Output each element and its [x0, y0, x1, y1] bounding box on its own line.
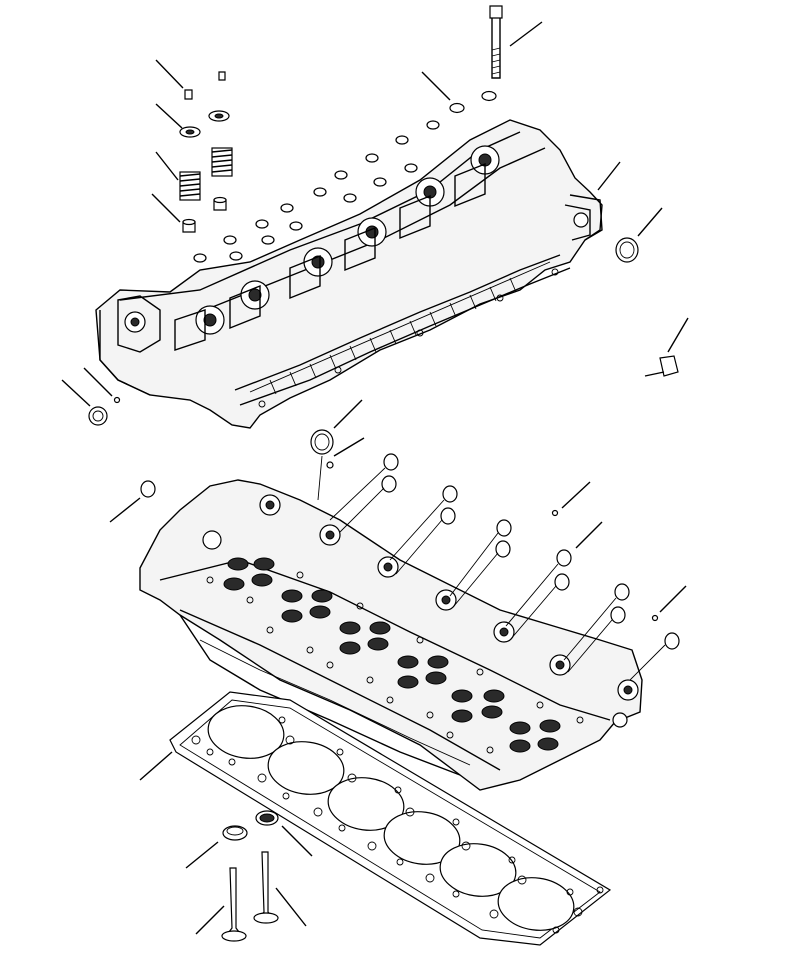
callout-leader-gasket	[139, 751, 173, 781]
rail-ribs	[269, 277, 517, 395]
callout-leader-spring	[155, 151, 179, 181]
gasket-bores	[207, 705, 575, 931]
rail-bolt-holes	[258, 268, 559, 408]
callout-leader-bolt	[509, 21, 543, 47]
lower-sleeve-rings	[140, 453, 680, 650]
callout-leader-top-orings	[421, 71, 451, 101]
valve-seats	[223, 557, 561, 753]
upper-seal-rings	[88, 237, 639, 469]
callout-leader-rear-ring	[637, 207, 663, 237]
spring-retainers	[179, 110, 230, 138]
gasket-holes	[191, 716, 604, 934]
callout-leader-keeper	[155, 59, 184, 89]
callout-leader-fitting	[667, 317, 689, 353]
valve-keepers	[184, 71, 226, 100]
bolt	[489, 5, 503, 79]
callout-leader-front-ring	[61, 379, 91, 407]
valve-stem-seals	[182, 196, 227, 233]
callout-leader-lower-dowel	[561, 481, 591, 509]
callout-leader-valve-a	[195, 905, 225, 935]
callout-leader-lower-rings	[575, 521, 603, 549]
callout-leader-retainer	[155, 103, 183, 129]
callout-leader-lower-pin	[333, 437, 365, 457]
callout-leader-stem-seal	[151, 193, 181, 223]
valves	[221, 851, 279, 942]
callout-leader-side-ring	[109, 497, 141, 523]
valve-seat-inserts	[222, 810, 279, 841]
deck-holes	[206, 571, 584, 754]
callout-leader-upper-head	[597, 161, 621, 191]
callout-leaders	[61, 21, 689, 935]
callout-leader-front-plug	[83, 367, 113, 397]
valve-pockets	[195, 145, 500, 335]
lower-cylinder-head	[139, 479, 643, 791]
cylinder-head-gasket	[169, 691, 612, 946]
top-orings	[193, 90, 497, 263]
part-leaders	[317, 455, 666, 681]
upper-cylinder-head-assembly	[95, 119, 603, 429]
head-bolt-bosses	[259, 494, 571, 676]
callout-leader-under-ring	[333, 399, 363, 429]
callout-leader-valve-b	[275, 887, 307, 927]
callout-leader-insert-a	[185, 841, 219, 869]
side-fitting	[644, 355, 679, 377]
valve-springs	[179, 147, 233, 201]
callout-leader-end-pin	[659, 585, 687, 613]
callout-leader-insert-b	[281, 825, 313, 857]
